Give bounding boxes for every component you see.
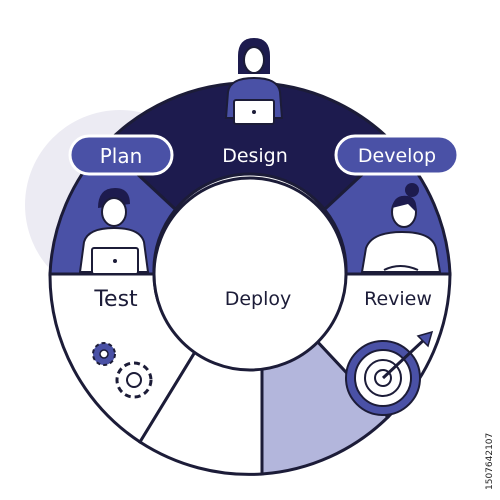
label-deploy: Deploy [225,288,292,310]
label-test: Test [93,287,138,312]
label-review: Review [364,288,432,310]
target-with-arrow-icon [345,330,434,416]
gears-icon [92,342,153,399]
plan-pill [68,134,174,176]
label-design: Design [222,145,288,167]
person-with-laptop-icon [78,188,150,275]
side-id-label: 1507642107 [485,432,495,490]
label-plan: Plan [100,144,143,168]
develop-pill [334,134,460,176]
segment-design [103,81,397,212]
person-icon [360,183,442,273]
side-id-text: 1507642107 [483,330,497,490]
label-develop: Develop [358,145,436,167]
person-with-laptop-icon [224,38,284,125]
center-circle [152,176,348,372]
